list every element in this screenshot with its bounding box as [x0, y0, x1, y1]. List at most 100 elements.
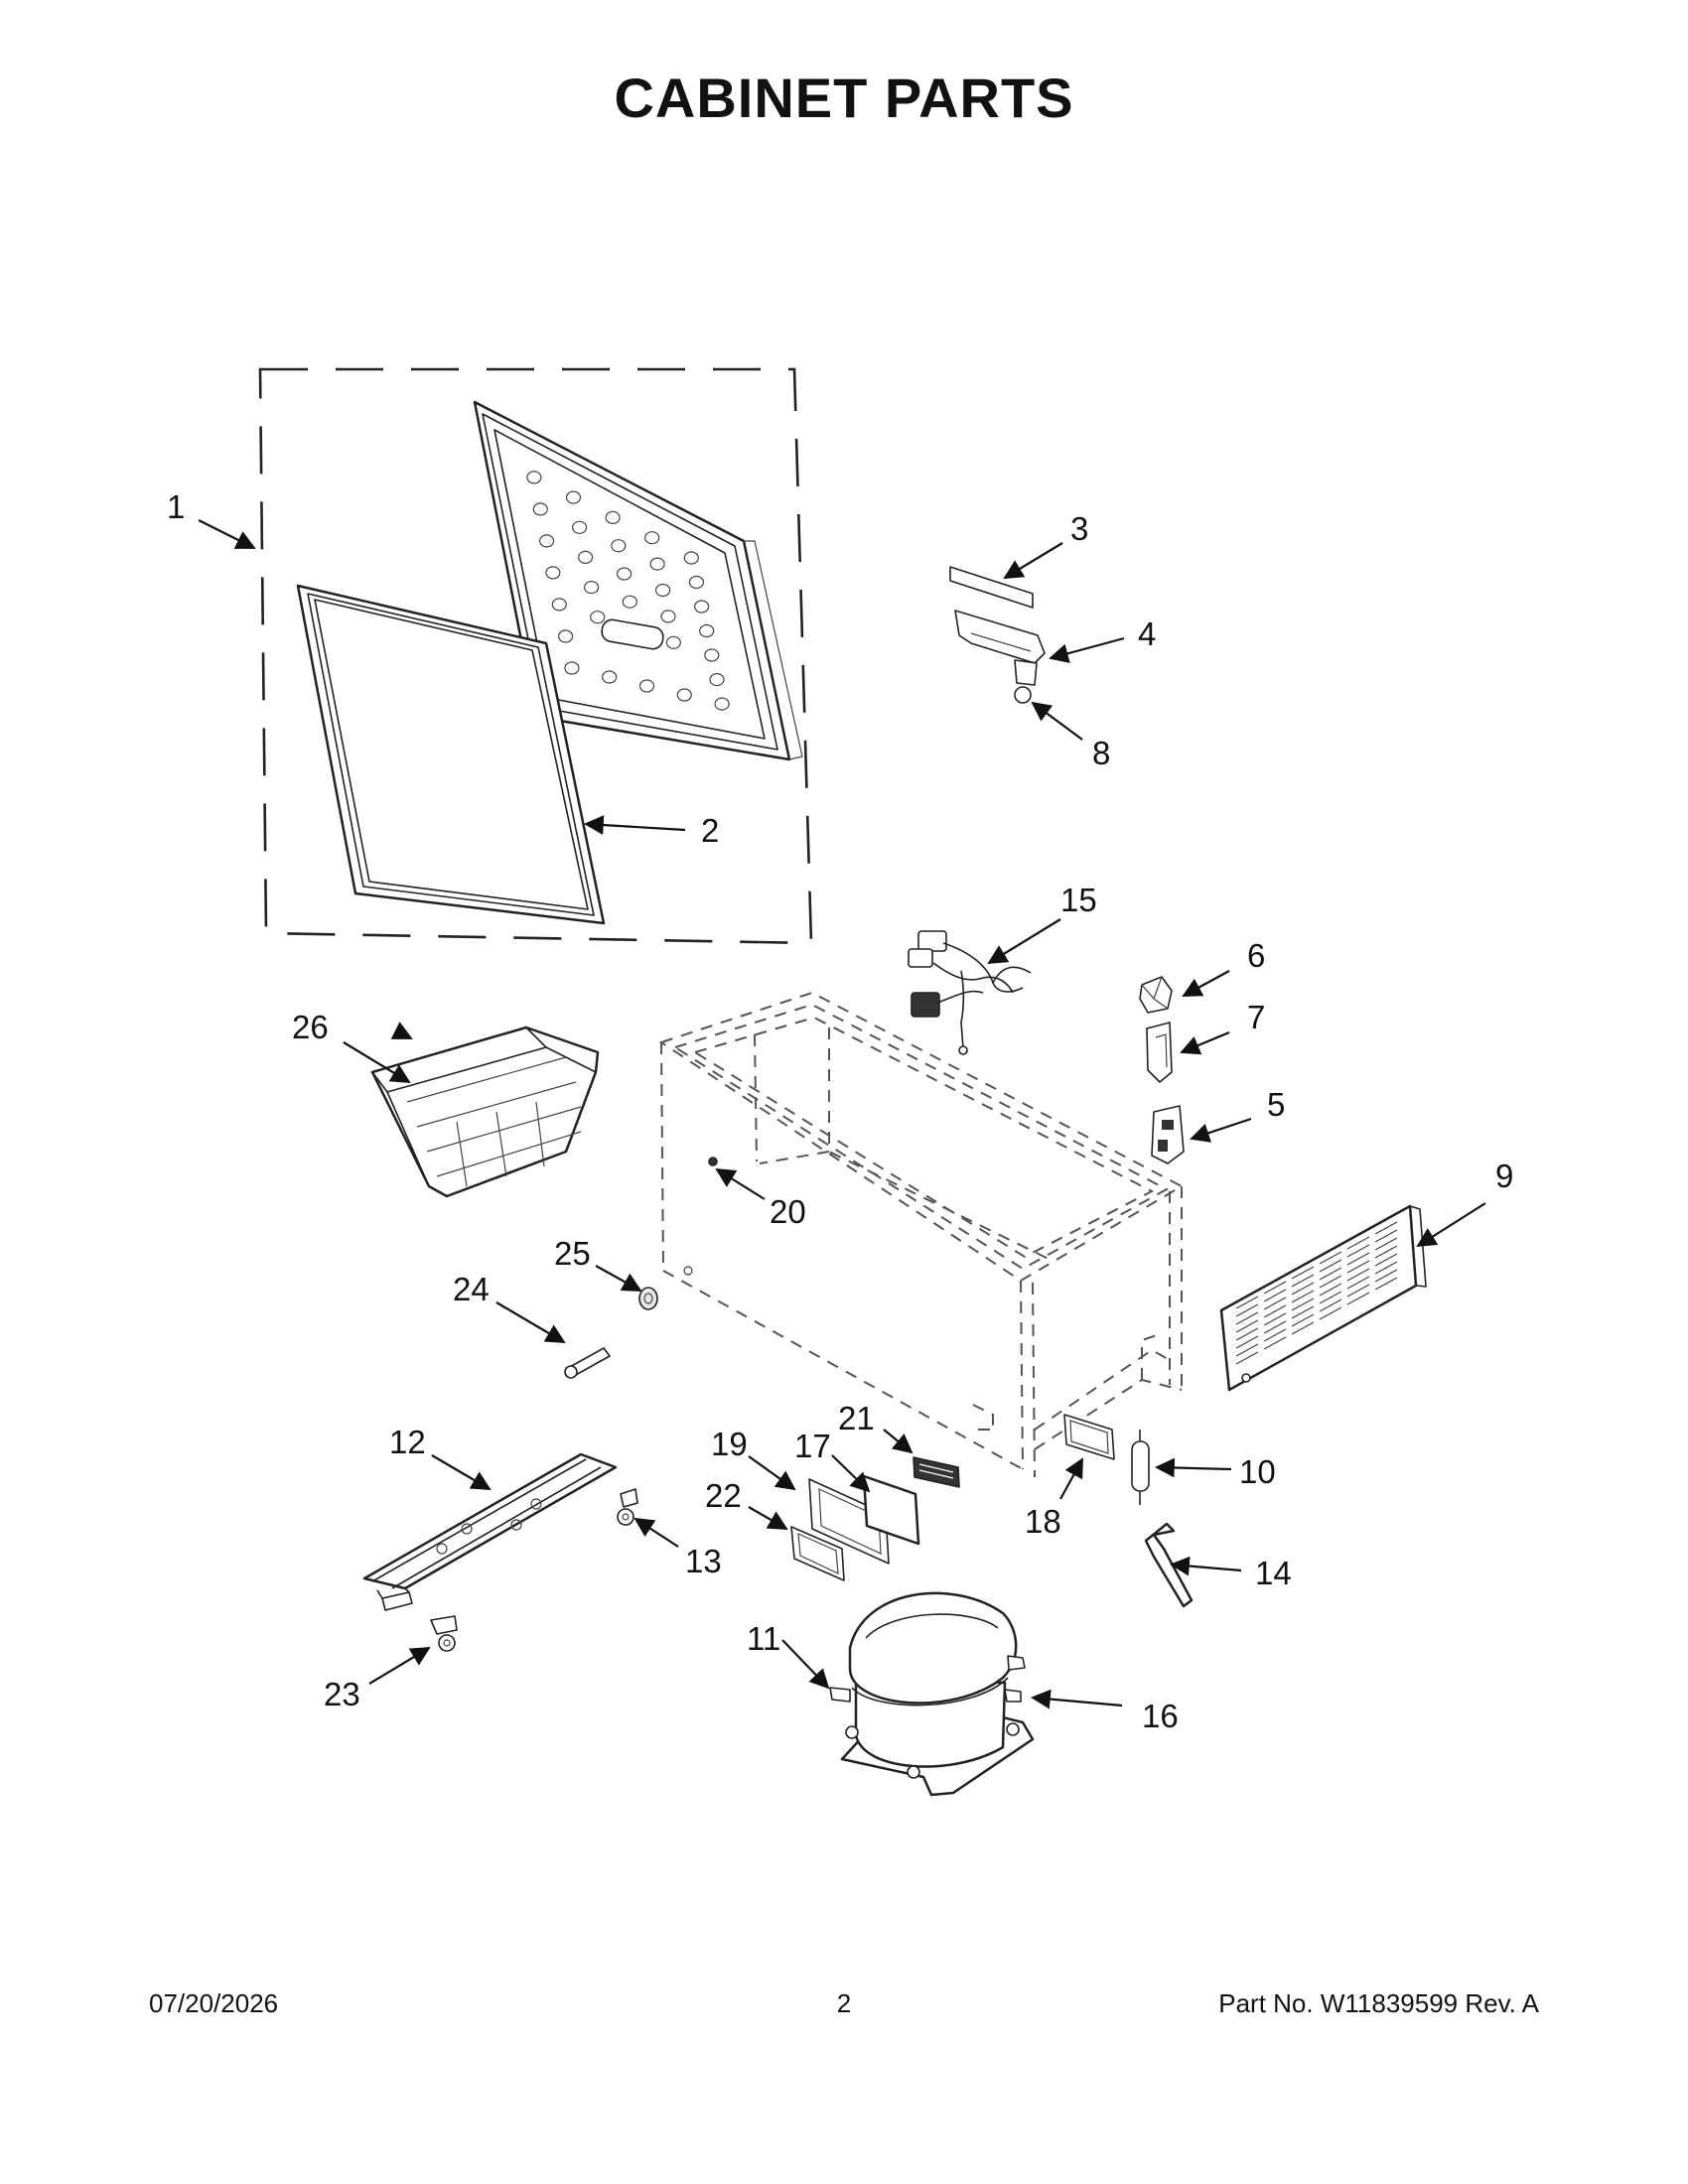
callout-5: 5 — [1267, 1086, 1285, 1123]
rating-label-drawing — [913, 1456, 960, 1488]
grille-slot — [1374, 1221, 1398, 1235]
grille-slot — [1263, 1297, 1287, 1310]
grille-slot — [1235, 1296, 1259, 1309]
lid-hole — [638, 679, 655, 693]
handle-trim-drawing — [949, 566, 1034, 609]
page-title: CABINET PARTS — [614, 67, 1074, 129]
grille-slot — [1263, 1320, 1287, 1334]
grille-slot — [1374, 1237, 1398, 1251]
callout-18: 18 — [1025, 1503, 1061, 1540]
gasket-drawing — [296, 584, 606, 925]
grille-slot — [1319, 1251, 1342, 1265]
lid-hole — [704, 648, 720, 662]
callout-14: 14 — [1255, 1555, 1292, 1591]
compressor-fitting-drawing — [829, 1687, 851, 1703]
grille-slot — [1374, 1269, 1398, 1283]
hinge-pin-drawing — [564, 1347, 611, 1379]
lid-hole — [583, 580, 600, 595]
callout-16: 16 — [1142, 1698, 1179, 1734]
cover-drawing — [790, 1526, 845, 1581]
callout-numbers: 1 2 3 4 8 15 6 7 5 9 26 20 25 24 12 13 2… — [167, 488, 1513, 1734]
lid-hole — [532, 502, 548, 516]
drain-plug-drawing — [708, 1157, 718, 1166]
grille-slot — [1235, 1311, 1259, 1325]
callout-8: 8 — [1092, 735, 1110, 771]
grille-slot — [1374, 1261, 1398, 1275]
grille-slot — [1346, 1236, 1370, 1250]
callout-2: 2 — [701, 812, 719, 849]
access-plate-drawing — [1063, 1414, 1115, 1460]
lid-hole — [683, 551, 699, 565]
lid-hole — [526, 471, 542, 484]
grille-slot — [1235, 1319, 1259, 1333]
callout-4: 4 — [1138, 615, 1156, 652]
callout-26: 26 — [292, 1009, 329, 1045]
callout-11: 11 — [747, 1620, 780, 1657]
footer-part-number: Part No. W11839599 Rev. A — [1218, 1988, 1539, 2018]
grille-slot — [1319, 1291, 1342, 1304]
grille-slot — [1291, 1313, 1315, 1327]
caster-wheel-drawing — [617, 1488, 638, 1526]
lid-hole — [616, 567, 633, 581]
callout-3: 3 — [1070, 510, 1088, 547]
grille-slot — [1291, 1321, 1315, 1335]
thermostat-drawing — [1151, 1105, 1185, 1164]
lid-hole — [709, 672, 725, 687]
lid-hole — [654, 583, 671, 598]
wiring-harness-drawing — [908, 930, 1032, 1055]
grille-slot — [1291, 1274, 1315, 1288]
lid-handle-drawing — [954, 610, 1046, 664]
base-rail-drawing — [362, 1452, 618, 1611]
grille-slot — [1374, 1245, 1398, 1259]
rear-grille-drawing — [1219, 1204, 1427, 1392]
cover-frame-drawing — [808, 1478, 890, 1565]
cabinet-outline-drawing — [658, 991, 1185, 1478]
grommet-drawing — [638, 1287, 658, 1310]
footer-date: 07/20/2026 — [149, 1988, 279, 2018]
grille-slot — [1374, 1253, 1398, 1267]
lid-panel-drawing — [473, 400, 803, 761]
lid-hole — [557, 629, 574, 643]
callout-22: 22 — [705, 1477, 742, 1514]
grille-slot — [1291, 1282, 1315, 1296]
callout-13: 13 — [685, 1543, 722, 1579]
grille-slots — [1235, 1221, 1398, 1365]
lid-hole — [577, 550, 594, 565]
lid-hole — [538, 534, 555, 548]
callout-7: 7 — [1247, 999, 1265, 1035]
callout-9: 9 — [1495, 1158, 1513, 1194]
lid-hole — [699, 623, 715, 638]
lid-hole — [693, 600, 710, 614]
grille-slot — [1319, 1275, 1342, 1289]
lid-hole — [660, 610, 676, 623]
lid-hole — [665, 635, 682, 649]
grille-slot — [1235, 1343, 1259, 1357]
lid-hole — [605, 510, 621, 525]
handle-clip-drawing — [1014, 659, 1038, 704]
grille-slot — [1235, 1335, 1259, 1349]
callout-15: 15 — [1060, 882, 1097, 918]
grille-slot — [1346, 1252, 1370, 1266]
lid-hole — [602, 670, 618, 684]
callout-20: 20 — [770, 1193, 806, 1230]
grille-slot — [1346, 1260, 1370, 1274]
basket-drawing — [370, 1025, 600, 1198]
grille-slot — [1291, 1290, 1315, 1303]
lid-hole — [565, 490, 582, 504]
lid-hole — [564, 661, 580, 675]
grille-slot — [1263, 1289, 1287, 1302]
lid-hole — [714, 697, 730, 711]
grille-slot — [1374, 1277, 1398, 1291]
grille-slot — [1263, 1281, 1287, 1295]
drier-drawing — [1131, 1430, 1150, 1505]
knob-drawing — [1139, 976, 1173, 1014]
grille-slot — [1263, 1304, 1287, 1318]
callout-24: 24 — [453, 1271, 490, 1307]
lid-hole — [611, 539, 627, 553]
compressor-drawing — [840, 1591, 1035, 1797]
grille-slot — [1319, 1283, 1342, 1297]
grille-slot — [1263, 1328, 1287, 1342]
callout-12: 12 — [389, 1424, 426, 1460]
lid-hole — [622, 595, 637, 609]
